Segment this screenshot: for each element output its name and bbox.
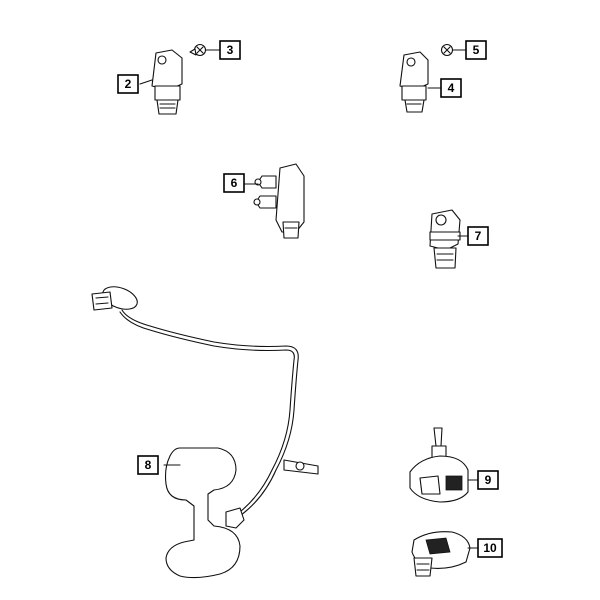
part-10-sensor[interactable] xyxy=(411,531,479,577)
callout-6-label: 6 xyxy=(231,176,238,190)
part-2-sensor[interactable] xyxy=(139,49,183,115)
callout-5-label: 5 xyxy=(473,43,480,57)
callout-9[interactable]: 9 xyxy=(477,470,499,490)
callout-9-label: 9 xyxy=(485,473,492,487)
part-8-mat-sensor[interactable] xyxy=(91,282,319,579)
part-5-screw[interactable] xyxy=(440,43,467,57)
part-6-pressure-sensor[interactable] xyxy=(243,163,305,239)
part-9-tpms-sensor[interactable] xyxy=(409,427,479,503)
callout-7[interactable]: 7 xyxy=(467,226,489,246)
callout-3[interactable]: 3 xyxy=(219,40,241,60)
callout-5[interactable]: 5 xyxy=(465,40,487,60)
callout-6[interactable]: 6 xyxy=(223,173,245,193)
callout-2[interactable]: 2 xyxy=(117,74,139,94)
callout-7-label: 7 xyxy=(475,229,482,243)
callout-10[interactable]: 10 xyxy=(477,538,503,558)
part-3-screw[interactable] xyxy=(189,43,221,57)
callout-2-label: 2 xyxy=(125,77,132,91)
callout-4[interactable]: 4 xyxy=(440,78,462,98)
callout-8-label: 8 xyxy=(145,458,152,472)
callout-8[interactable]: 8 xyxy=(137,455,159,475)
callout-3-label: 3 xyxy=(227,43,234,57)
part-7-sensor[interactable] xyxy=(429,209,469,269)
callout-10-label: 10 xyxy=(483,541,497,555)
part-4-sensor[interactable] xyxy=(399,51,441,113)
callout-4-label: 4 xyxy=(448,81,455,95)
